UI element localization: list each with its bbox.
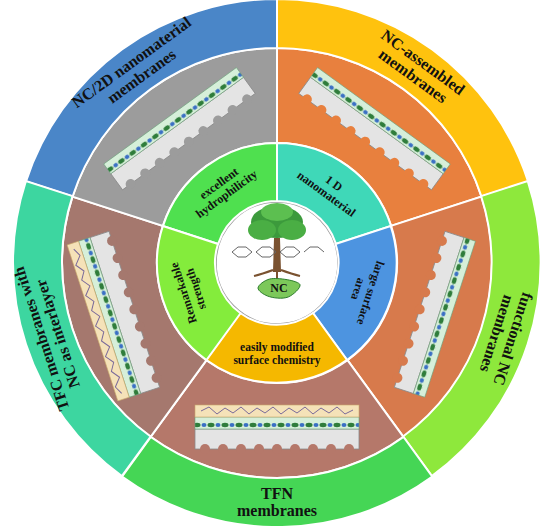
wedge-shape [163,143,277,244]
wedge-shape [26,0,277,197]
wedge-shape [157,226,241,360]
wedge-shape [403,181,541,476]
wedge-shape [122,437,432,526]
nc-leaf: NC [256,277,302,299]
tree-crown [278,220,306,240]
cellulose-chain [232,247,324,257]
tree-roots [254,270,300,279]
leaf-shape [258,279,300,299]
membrane-sketch [195,417,359,454]
wedge-shape [277,0,528,197]
label-group: easily modified surface chemistry [223,341,331,366]
category-band: NC/2D nanomaterial membranes [24,0,279,199]
category-band: functional NC membranes [401,179,543,478]
node-outline [24,0,279,199]
category-band: TFN membranes [120,435,434,526]
tree-crown [248,220,276,240]
label-group: NC/2D nanomaterial membranes [55,4,217,135]
category-band: NC-assembled membranes [275,0,530,199]
segment-label: easily modified surface chemistry [223,341,331,366]
property-segment: Remarkable strength [155,224,243,362]
node-outline [275,0,530,199]
segment-label: TFN membranes [227,485,327,520]
center-circle [216,202,338,324]
segment-label: NC/2D nanomaterial membranes [55,4,217,135]
label-group: NC [259,282,299,295]
tree-crown [261,203,293,221]
polyamide-layer [195,405,359,417]
label-group: TFN membranes [227,485,327,520]
wedge-shape [277,143,391,244]
tree-trunk [273,238,281,272]
nc-label: NC [259,282,299,295]
category-band: TFC membranes with NC as interlayer [11,179,153,478]
